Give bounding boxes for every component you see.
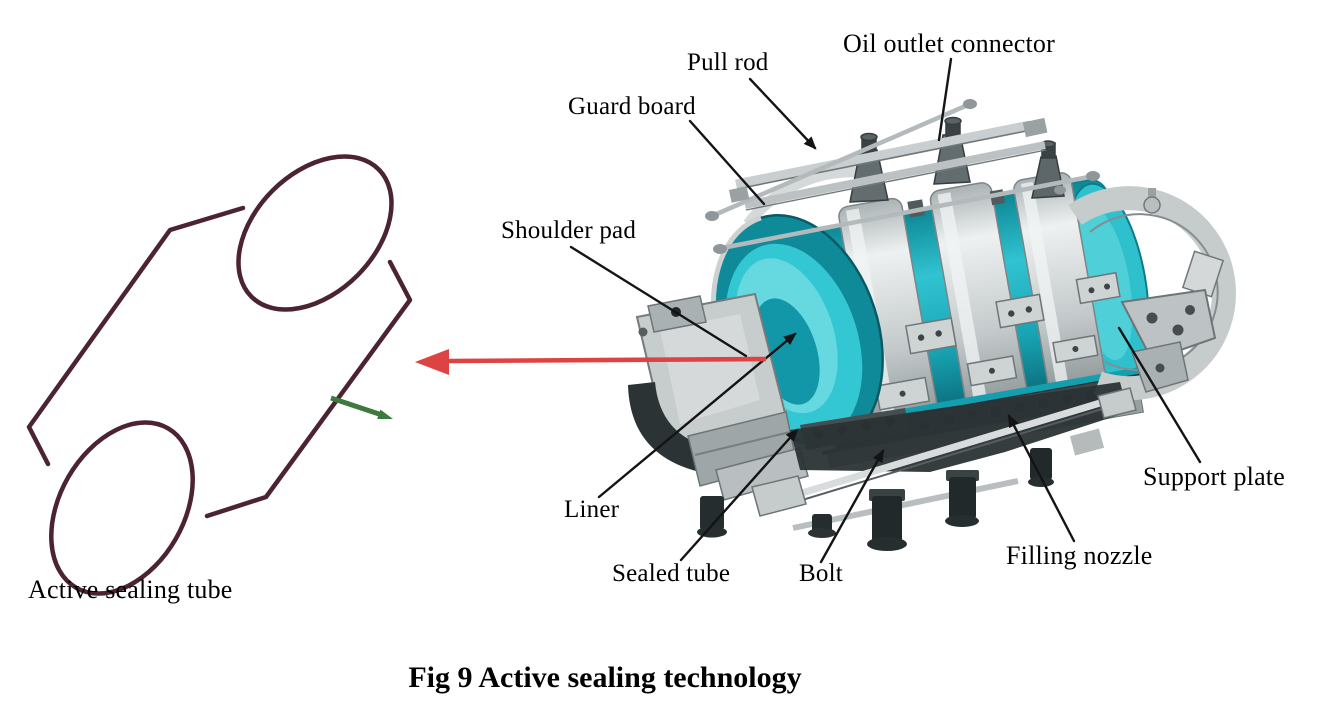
support-plate-bracket <box>1120 288 1217 393</box>
leader-support-plate <box>1117 326 1202 464</box>
leader-sealed-tube <box>679 428 799 562</box>
shell-crown <box>743 166 859 228</box>
green-nozzle-arrow <box>330 395 393 419</box>
tube-left-edge <box>26 205 246 467</box>
leader-shoulder-pad <box>569 245 748 358</box>
lug-bolt-holes <box>899 283 1111 397</box>
label-bolt: Bolt <box>799 560 843 587</box>
tube-right-edge <box>204 259 413 519</box>
label-filling-nozzle: Filling nozzle <box>1006 541 1153 570</box>
base-frame <box>751 387 1137 531</box>
red-pointer-arrow <box>415 349 767 375</box>
leader-guard-board <box>688 119 766 206</box>
label-liner: Liner <box>564 496 620 523</box>
tube-drawing <box>26 154 413 596</box>
label-shoulder-pad: Shoulder pad <box>501 217 637 244</box>
pull-rods-and-guard-rails <box>705 99 1100 254</box>
label-oil-outlet-connector: Oil outlet connector <box>843 29 1055 58</box>
label-pull-rod: Pull rod <box>687 49 769 76</box>
figure-caption: Fig 9 Active sealing technology <box>408 661 802 694</box>
label-support-plate: Support plate <box>1143 462 1285 491</box>
label-sealed-tube: Sealed tube <box>612 560 731 587</box>
machine-legs <box>697 448 1054 551</box>
leader-oil-outlet-connector <box>937 57 953 142</box>
machine-illustration <box>628 99 1236 551</box>
leader-filling-nozzle <box>1007 414 1076 543</box>
leader-bolt <box>819 449 885 564</box>
tube-top-opening <box>236 154 394 312</box>
label-active-sealing-tube: Active sealing tube <box>28 575 233 604</box>
tube-bottom-opening <box>49 420 195 596</box>
label-guard-board: Guard board <box>568 93 696 120</box>
leader-pull-rod <box>748 77 817 150</box>
lug-blocks <box>874 271 1121 411</box>
